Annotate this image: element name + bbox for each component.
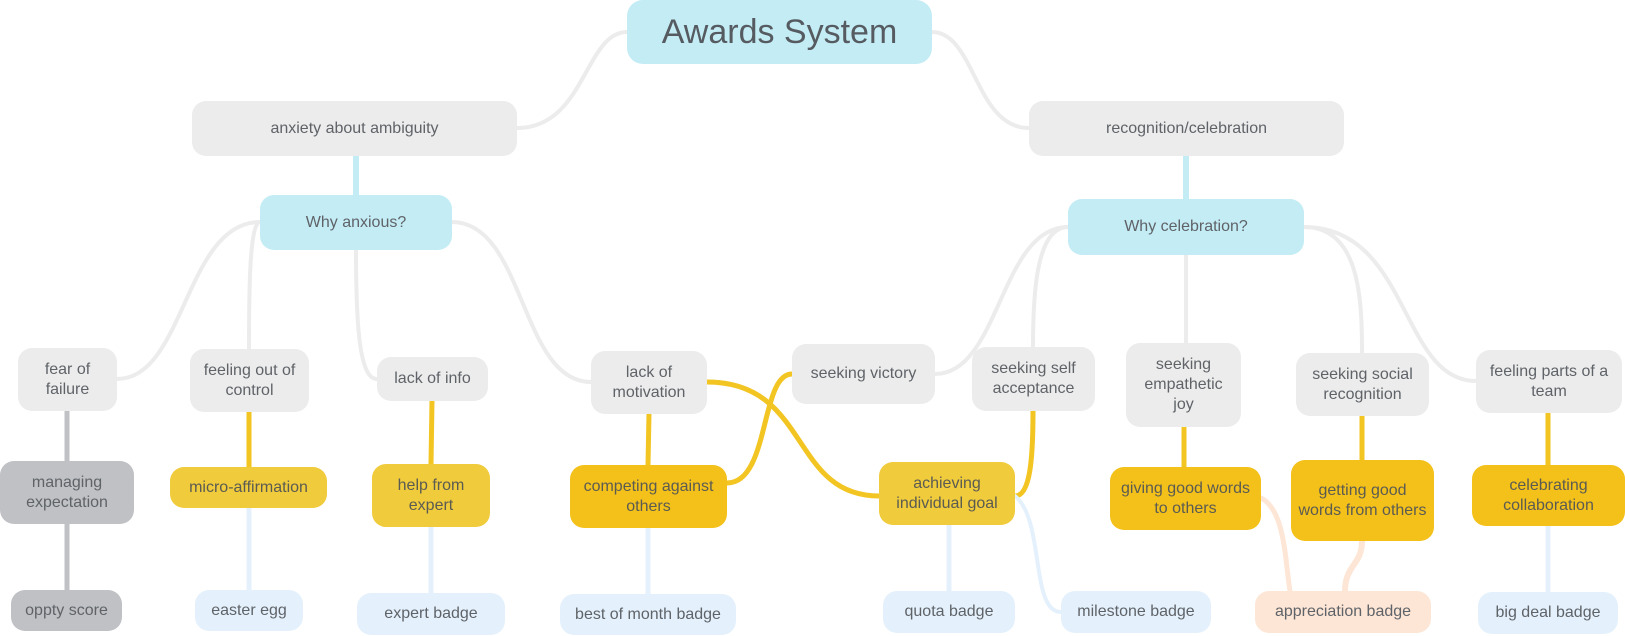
question-why-celebration[interactable]: Why celebration?	[1068, 199, 1304, 255]
connector-getting-appreciation	[1342, 538, 1365, 594]
connector-anxious-info	[354, 248, 379, 381]
connector-celebration-social	[1302, 225, 1364, 355]
need-seeking-victory[interactable]: seeking victory	[792, 344, 935, 404]
solution-competing-against-others[interactable]: competing against others	[570, 465, 727, 528]
solution-achieving-individual-goal[interactable]: achieving individual goal	[879, 462, 1015, 525]
solution-help-from-expert[interactable]: help from expert	[372, 464, 490, 527]
connector-motivation-competing	[645, 411, 652, 468]
solution-managing-expectation[interactable]: managing expectation	[0, 461, 134, 524]
solution-getting-good-words[interactable]: getting good words from others	[1291, 460, 1434, 541]
solution-celebrating-collaboration[interactable]: celebrating collaboration	[1472, 465, 1625, 526]
connector-self-achieving	[1012, 408, 1036, 499]
need-seeking-social-recognition[interactable]: seeking social recognition	[1296, 353, 1429, 416]
badge-easter-egg[interactable]: easter egg	[195, 590, 303, 631]
connector-anxious-fear	[115, 220, 262, 381]
root-node[interactable]: Awards System	[627, 0, 932, 64]
connector-anxious-control	[247, 220, 262, 351]
connector-competing-victory	[724, 371, 795, 486]
need-fear-of-failure[interactable]: fear of failure	[18, 348, 117, 411]
connector-motivation-achieving	[704, 379, 882, 499]
solution-giving-good-words[interactable]: giving good words to others	[1110, 467, 1261, 530]
connector-root-anxiety	[515, 30, 629, 130]
connector-anxious-motivation	[450, 220, 593, 384]
badge-appreciation[interactable]: appreciation badge	[1255, 591, 1431, 633]
badge-best-of-month[interactable]: best of month badge	[560, 594, 736, 635]
badge-milestone[interactable]: milestone badge	[1061, 591, 1211, 633]
need-seeking-self-acceptance[interactable]: seeking self acceptance	[972, 347, 1095, 411]
badge-big-deal[interactable]: big deal badge	[1478, 592, 1618, 634]
connector-celebration-team	[1302, 225, 1478, 383]
badge-oppty-score[interactable]: oppty score	[11, 590, 122, 631]
badge-expert[interactable]: expert badge	[357, 593, 505, 635]
connector-root-recognition	[930, 30, 1031, 130]
question-why-anxious[interactable]: Why anxious?	[260, 195, 452, 250]
connector-giving-appreciation	[1258, 495, 1293, 594]
need-feeling-parts-of-team[interactable]: feeling parts of a team	[1476, 350, 1622, 413]
badge-quota[interactable]: quota badge	[883, 591, 1015, 633]
need-seeking-empathetic-joy[interactable]: seeking empathetic joy	[1126, 343, 1241, 427]
solution-micro-affirmation[interactable]: micro-affirmation	[170, 467, 327, 508]
need-lack-of-motivation[interactable]: lack of motivation	[591, 351, 707, 414]
topic-anxiety[interactable]: anxiety about ambiguity	[192, 101, 517, 156]
connector-achieving-milestone	[1013, 494, 1063, 614]
topic-recognition[interactable]: recognition/celebration	[1029, 101, 1344, 156]
connector-celebration-victory	[933, 225, 1070, 376]
connector-info-expert	[428, 398, 435, 467]
need-lack-of-info[interactable]: lack of info	[377, 357, 488, 401]
connector-celebration-self	[1031, 225, 1070, 349]
need-feeling-out-of-control[interactable]: feeling out of control	[190, 349, 309, 412]
